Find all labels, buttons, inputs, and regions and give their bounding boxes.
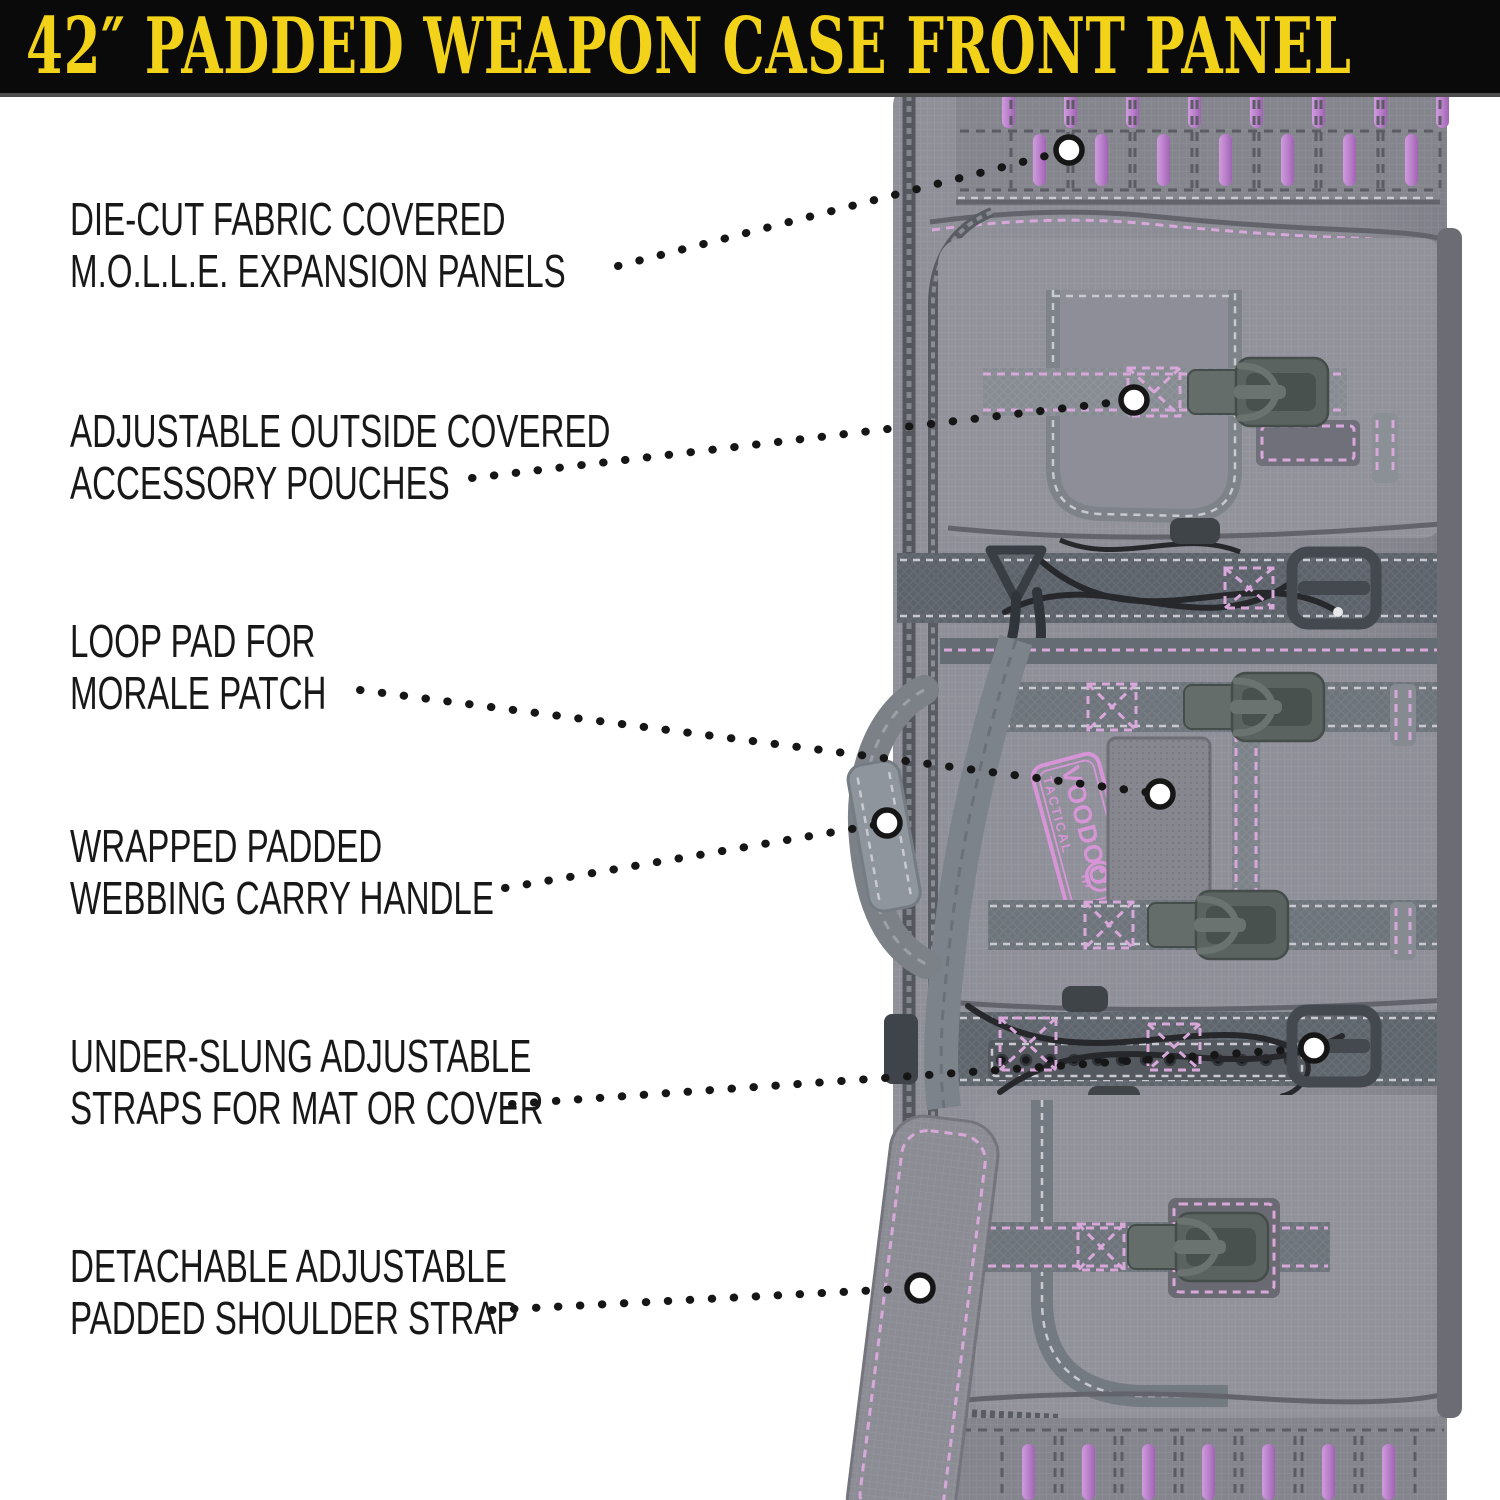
center-pouch: VOODOO TACTICAL	[940, 638, 1452, 1013]
top-molle-panel	[956, 80, 1449, 206]
right-gusset	[1437, 228, 1462, 1418]
molle-slots-bottom	[1022, 1444, 1395, 1500]
strap-adjuster	[884, 1014, 918, 1084]
callout-label-carry-handle: WRAPPED PADDED WEBBING CARRY HANDLE	[70, 820, 494, 924]
bottom-seam	[939, 1389, 1453, 1405]
callout-label-molle-panels: DIE-CUT FABRIC COVERED M.O.L.L.E. EXPANS…	[70, 193, 566, 297]
callout-label-under-slung-straps: UNDER-SLUNG ADJUSTABLE STRAPS FOR MAT OR…	[70, 1030, 544, 1134]
callout-leader-lines	[356, 134, 1330, 1314]
molle-stitching-top	[1009, 84, 1442, 188]
cord-lock-2	[1062, 986, 1108, 1012]
center-pouch-strap-bottom	[988, 900, 1450, 960]
brand-logo: VOODOO TACTICAL	[1030, 751, 1134, 913]
purple-stitch-tab-1	[1372, 413, 1398, 483]
velcro-strip	[1256, 420, 1360, 466]
morale-patch-loop-pad	[1106, 736, 1212, 910]
callout-label-shoulder-strap: DETACHABLE ADJUSTABLE PADDED SHOULDER ST…	[70, 1240, 519, 1344]
callout-label-morale-patch-pad: LOOP PAD FOR MORALE PATCH	[70, 615, 327, 719]
callout-label-accessory-pouches: ADJUSTABLE OUTSIDE COVERED ACCESSORY POU…	[70, 405, 611, 509]
header-bar: 42″ PADDED WEAPON CASE FRONT PANEL	[0, 0, 1500, 97]
page-title: 42″ PADDED WEAPON CASE FRONT PANEL	[26, 1, 1352, 92]
shoulder-strap-pad	[845, 1114, 1000, 1500]
shoulder-strap-webbing	[884, 634, 1033, 1111]
bottom-molle-panel	[958, 1418, 1447, 1500]
flap-seam	[929, 209, 1450, 245]
buckles-and-hardware	[998, 356, 1382, 1283]
cord-lock-1	[1170, 518, 1220, 544]
molle-stitching-bottom	[1000, 1436, 1417, 1500]
